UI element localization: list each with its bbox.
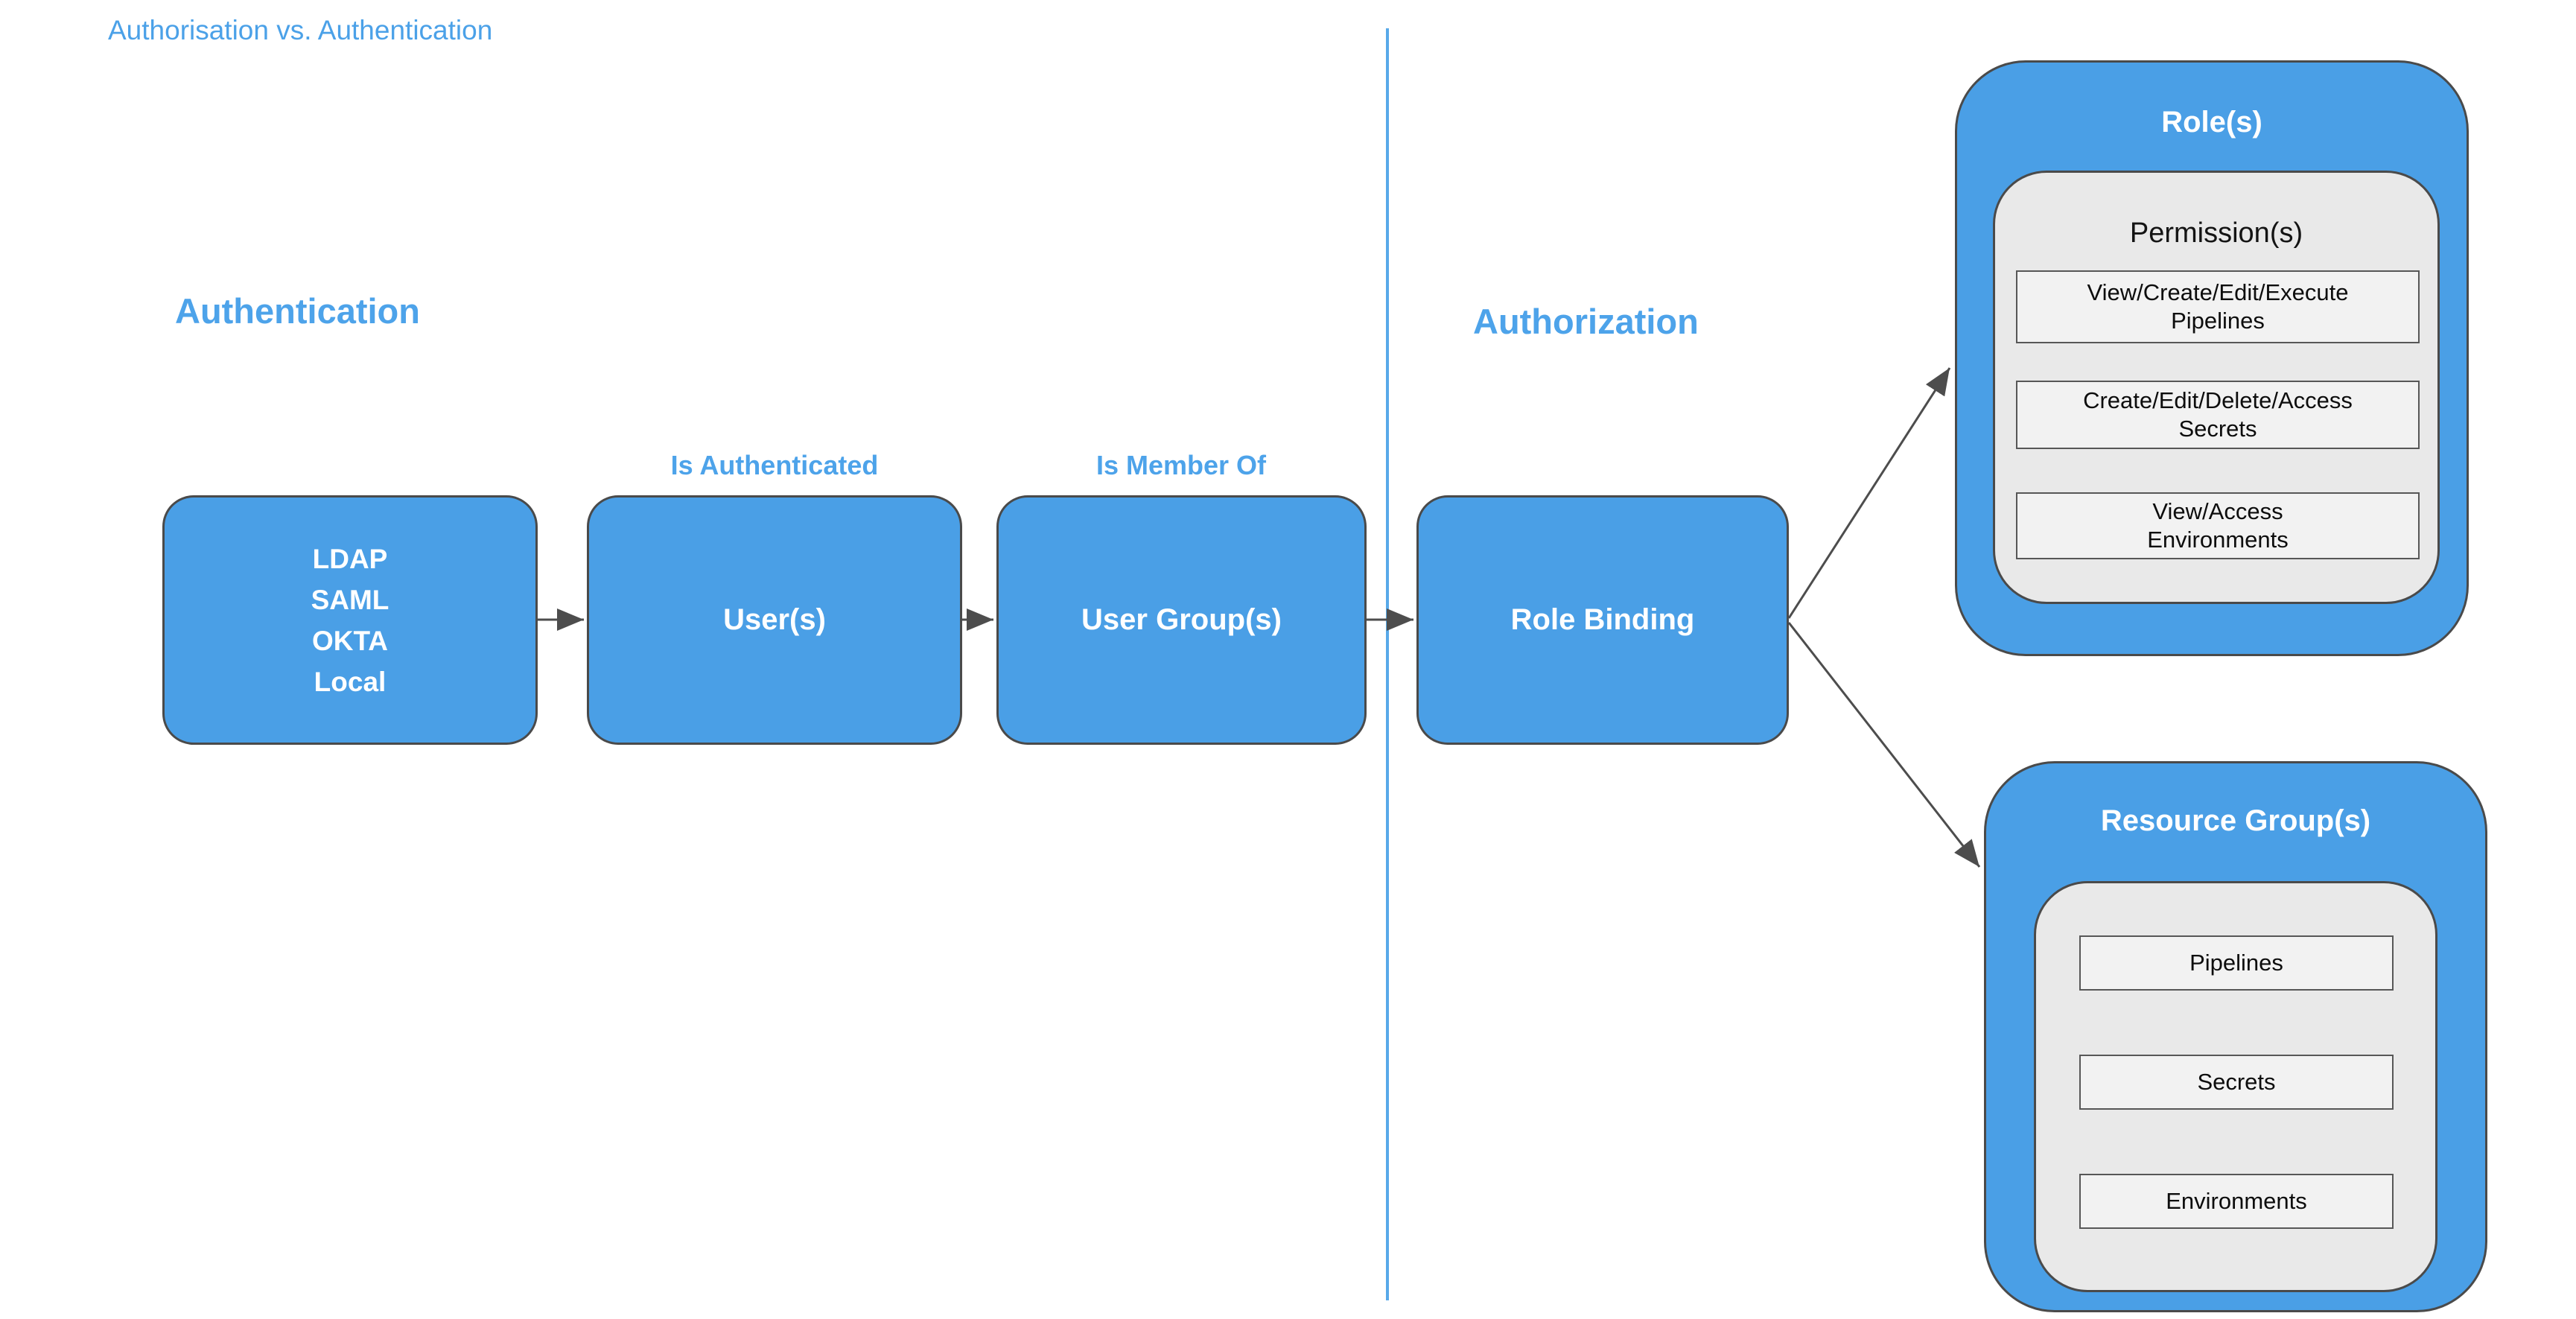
permissions-panel: Permission(s) View/Create/Edit/Execute P… (1993, 171, 2440, 604)
node-role-binding: Role Binding (1416, 495, 1789, 745)
permissions-panel-title: Permission(s) (2129, 217, 2303, 249)
page-title: Authorisation vs. Authentication (108, 15, 493, 45)
resource-groups-box: Resource Group(s) Pipelines Secrets Envi… (1984, 761, 2487, 1312)
node-role-binding-label: Role Binding (1510, 603, 1695, 636)
idp-line-saml: SAML (311, 584, 389, 615)
roles-group-title: Role(s) (2161, 106, 2262, 139)
permission-item-pipelines: View/Create/Edit/Execute Pipelines (2016, 270, 2420, 343)
roles-group-box: Role(s) Permission(s) View/Create/Edit/E… (1955, 60, 2469, 656)
resource-item-environments: Environments (2079, 1174, 2394, 1229)
idp-line-local: Local (314, 666, 387, 697)
resource-item-secrets: Secrets (2079, 1055, 2394, 1110)
node-users-label: User(s) (723, 603, 826, 636)
node-user-groups: User Group(s) (996, 495, 1367, 745)
resources-panel: Pipelines Secrets Environments (2034, 881, 2437, 1292)
resource-item-pipelines: Pipelines (2079, 935, 2394, 991)
arrow-binding-to-resources (1787, 622, 1981, 868)
idp-line-ldap: LDAP (312, 543, 388, 574)
edge-label-is-member-of: Is Member Of (1095, 450, 1267, 480)
section-divider-line (1386, 28, 1389, 1300)
authorization-heading: Authorization (1473, 302, 1699, 341)
permission-item-environments: View/Access Environments (2016, 492, 2420, 559)
idp-line-okta: OKTA (311, 625, 389, 656)
authentication-heading: Authentication (175, 291, 420, 331)
resource-groups-title: Resource Group(s) (2100, 804, 2371, 837)
node-identity-providers: LDAP SAML OKTA Local (162, 495, 538, 745)
edge-label-is-authenticated: Is Authenticated (670, 450, 879, 480)
permission-item-secrets: Create/Edit/Delete/Access Secrets (2016, 381, 2420, 449)
arrow-binding-to-roles (1787, 367, 1951, 619)
node-users: User(s) (587, 495, 962, 745)
node-user-groups-label: User Group(s) (1081, 603, 1282, 636)
